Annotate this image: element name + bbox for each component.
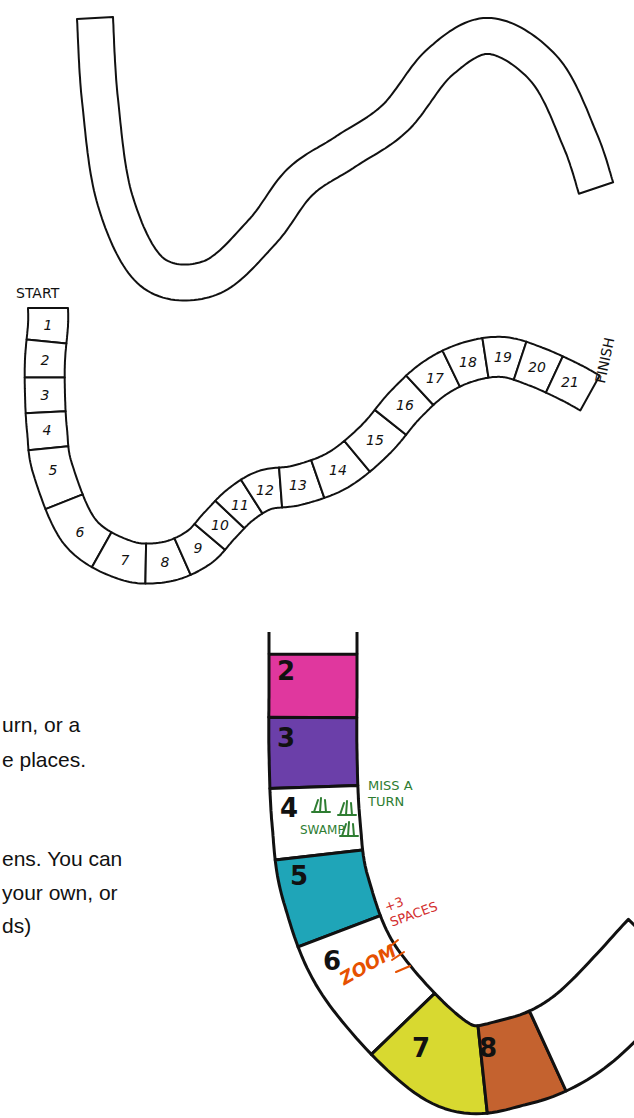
cell-number: 7 <box>121 552 130 568</box>
track-cell <box>92 532 146 583</box>
cell-number: 7 <box>412 1034 430 1063</box>
track-cell: 3 <box>30 382 60 408</box>
track-cell: 2 <box>30 347 60 373</box>
cell-number: 8 <box>161 554 170 570</box>
rule-note: MISS A TURN <box>368 778 426 809</box>
coloured-cell <box>269 654 357 717</box>
coloured-cell: 5 <box>286 860 366 920</box>
cell-note: ZOOM <box>336 940 400 989</box>
track-cell: 8 <box>150 549 180 575</box>
coloured-cell <box>371 993 487 1114</box>
track-cell: 4 <box>32 417 62 443</box>
coloured-cell: 7 <box>408 1032 488 1092</box>
cell-number: 18 <box>459 354 477 370</box>
text-fragment: ens. You can <box>2 846 122 871</box>
cell-number: 2 <box>277 657 295 686</box>
track-cell: 16 <box>390 392 420 418</box>
cell-number: 3 <box>41 387 50 403</box>
track-cell: 10 <box>205 512 235 538</box>
text-fragment: urn, or a <box>2 712 80 737</box>
track-cell: 14 <box>323 457 353 483</box>
track-cell: 1 <box>33 312 63 338</box>
cell-number: 9 <box>194 540 203 556</box>
rule-note: +3 SPACES <box>382 881 445 929</box>
blank-track <box>77 17 613 301</box>
track-cell <box>26 411 69 450</box>
track-edge <box>356 632 359 654</box>
cell-number: 19 <box>494 349 512 365</box>
cell-number: 6 <box>76 524 85 540</box>
track-cell: 21 <box>555 369 585 395</box>
cell-number: 21 <box>561 374 579 390</box>
track-cell <box>25 339 67 377</box>
coloured-cell: 2 <box>273 655 353 715</box>
coloured-cell <box>270 785 363 860</box>
cell-number: 14 <box>329 462 347 478</box>
coloured-cell: 8 <box>475 1032 555 1092</box>
cell-number: 20 <box>528 359 546 375</box>
cell-number: 13 <box>289 477 307 493</box>
track-cell: 15 <box>360 427 390 453</box>
cell-number: 4 <box>280 794 298 823</box>
coloured-cell: 4SWAMP <box>276 792 356 852</box>
finish-label: FINISH <box>592 336 618 385</box>
text-fragment: e places. <box>2 747 86 772</box>
cell-number: 1 <box>44 317 53 333</box>
start-label: START <box>16 285 59 302</box>
coloured-cell: 3 <box>273 722 353 782</box>
cell-number: 8 <box>479 1034 497 1063</box>
track-cell <box>443 338 489 387</box>
track-cell <box>27 308 69 343</box>
track-cell: 13 <box>283 472 313 498</box>
cell-note: SWAMP <box>300 823 345 837</box>
cell-number: 2 <box>41 352 50 368</box>
track-cell: 19 <box>488 344 518 370</box>
cell-number: 4 <box>43 422 52 438</box>
track-cell: 17 <box>420 365 450 391</box>
track-edge <box>268 632 271 654</box>
text-fragment: ds) <box>2 913 31 938</box>
track-cell: 7 <box>110 547 140 573</box>
track-cell: 11 <box>225 492 255 518</box>
track-cell <box>530 919 634 1091</box>
cell-number: 16 <box>396 397 414 413</box>
track-cell <box>25 377 66 413</box>
track-cell <box>546 356 600 410</box>
coloured-cell <box>269 717 358 788</box>
track-cell: 5 <box>38 457 68 483</box>
cell-number: 15 <box>366 432 384 448</box>
track-cell: 20 <box>522 354 552 380</box>
cell-number: 12 <box>256 482 274 498</box>
coloured-cell: 6ZOOM <box>319 945 405 1005</box>
track-cell: 18 <box>453 349 483 375</box>
cell-number: 5 <box>290 862 308 891</box>
cell-number: 3 <box>277 724 295 753</box>
cell-number: 5 <box>49 462 58 478</box>
text-fragment: your own, or <box>2 880 118 905</box>
cell-number: 11 <box>231 497 249 513</box>
cell-number: 17 <box>426 370 444 386</box>
track-cell: 9 <box>183 535 213 561</box>
cell-number: 10 <box>211 517 229 533</box>
track-cell: 12 <box>250 477 280 503</box>
track-cell: 6 <box>65 519 95 545</box>
